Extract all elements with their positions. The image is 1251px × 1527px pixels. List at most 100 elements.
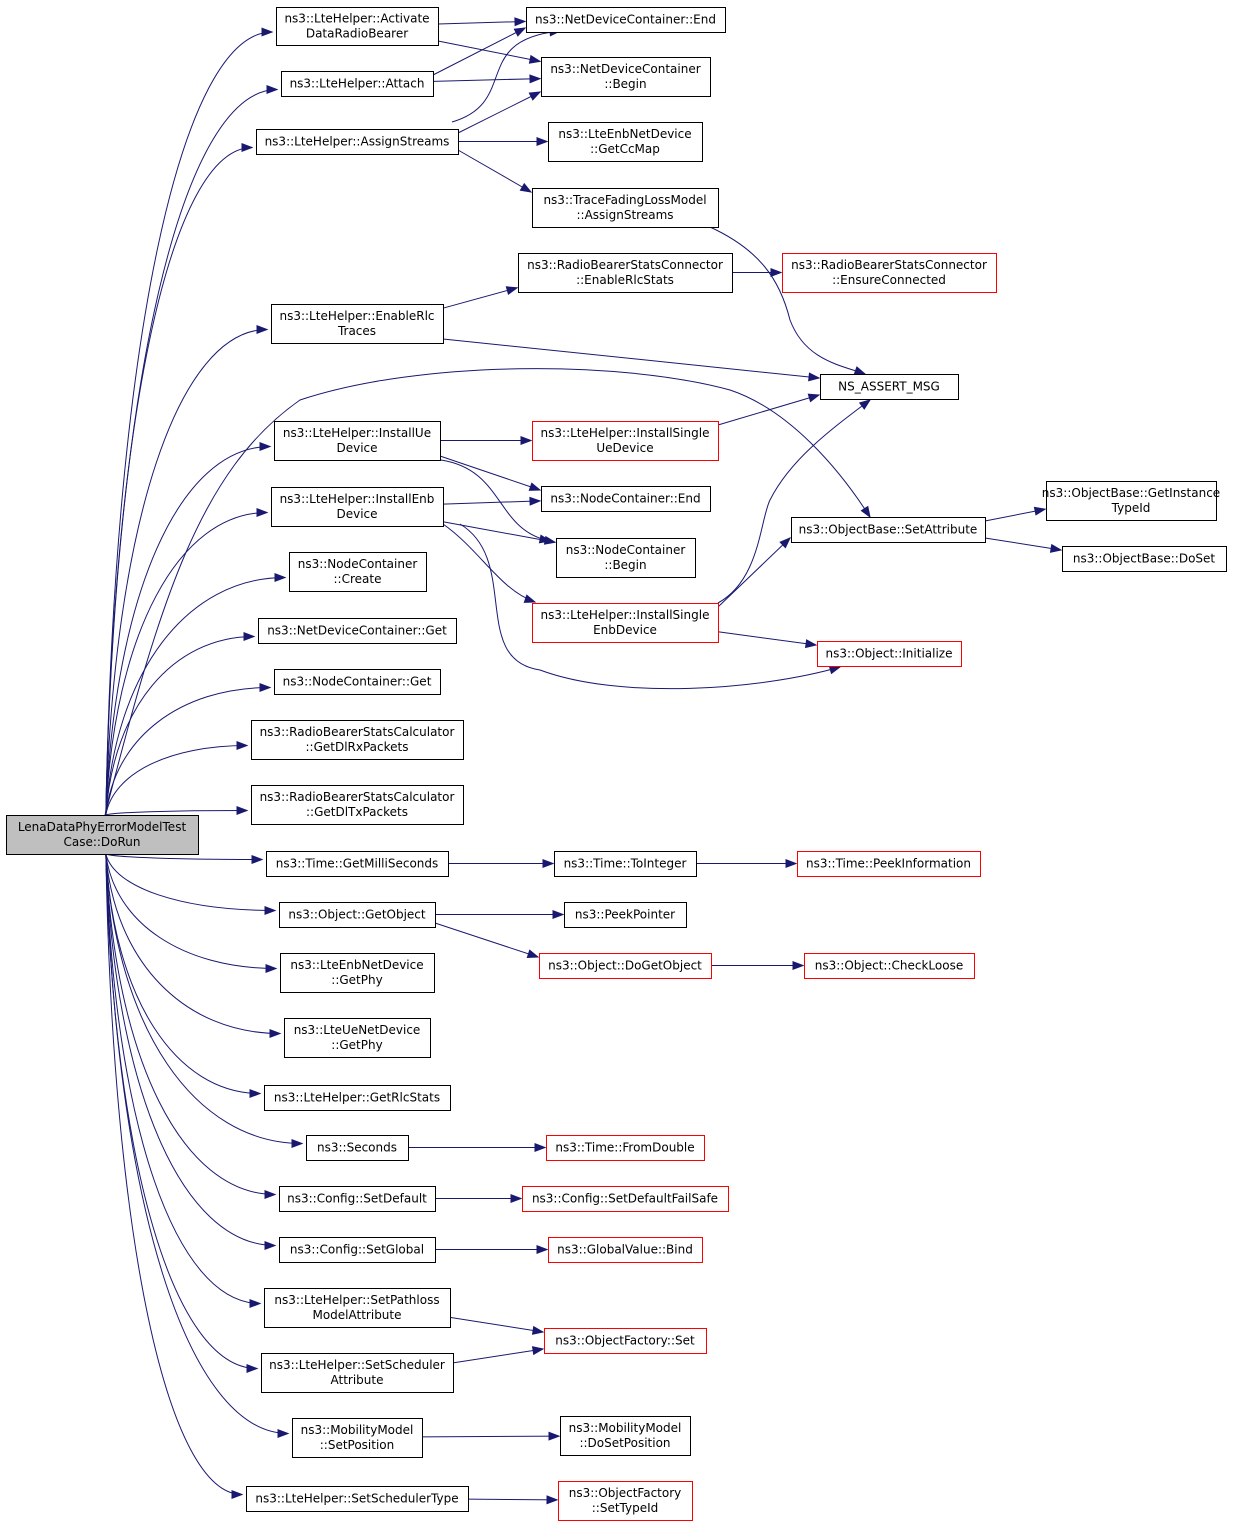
function-node[interactable]: ns3::NodeContainer::Get: [274, 669, 441, 695]
edge-line: [105, 853, 276, 1246]
function-node[interactable]: ns3::ObjectBase::DoSet: [1062, 546, 1227, 572]
function-node[interactable]: ns3::NodeContainer::Create: [289, 552, 427, 592]
function-node[interactable]: ns3::Object::DoGetObject: [539, 953, 712, 979]
edge-n5-to-m7: [439, 455, 542, 491]
function-node[interactable]: ns3::ObjectFactory::SetTypeId: [558, 1481, 693, 1521]
function-node[interactable]: ns3::NodeContainer::Begin: [556, 538, 696, 578]
function-node[interactable]: ns3::PeekPointer: [564, 902, 687, 928]
node-label: EnbDevice: [593, 623, 657, 637]
function-node[interactable]: ns3::RadioBearerStatsConnector::EnsureCo…: [782, 253, 997, 293]
node-label: ns3::ObjectFactory::Set: [555, 1334, 695, 1348]
node-box: [266, 851, 449, 877]
function-node[interactable]: ns3::NodeContainer::End: [541, 486, 711, 512]
node-label: ns3::RadioBearerStatsCalculator: [260, 725, 455, 739]
function-node[interactable]: ns3::Config::SetDefault: [279, 1186, 436, 1212]
function-node[interactable]: ns3::NetDeviceContainer::Begin: [541, 57, 711, 97]
node-box: [804, 953, 975, 979]
node-box: [306, 1135, 409, 1161]
function-node[interactable]: ns3::MobilityModel::DoSetPosition: [560, 1416, 691, 1456]
node-label: ns3::MobilityModel: [569, 1421, 682, 1435]
function-node[interactable]: ns3::Object::CheckLoose: [804, 953, 975, 979]
node-box: [556, 538, 696, 578]
edge-root-to-n23: [105, 853, 244, 1500]
function-node[interactable]: ns3::LteHelper::AssignStreams: [256, 129, 459, 155]
function-node[interactable]: ns3::RadioBearerStatsCalculator::GetDlRx…: [251, 720, 464, 760]
arrowhead-icon: [807, 393, 821, 403]
function-node[interactable]: ns3::RadioBearerStatsConnector::EnableRl…: [518, 253, 733, 293]
node-label: ns3::Object::CheckLoose: [815, 959, 963, 973]
edge-root-to-n15: [105, 853, 282, 1039]
function-node[interactable]: ns3::Time::PeekInformation: [797, 851, 981, 877]
node-label: ns3::LteEnbNetDevice: [558, 127, 691, 141]
function-node[interactable]: ns3::Time::ToInteger: [554, 851, 697, 877]
function-node[interactable]: ns3::LteEnbNetDevice::GetPhy: [280, 953, 435, 993]
function-node[interactable]: ns3::Time::GetMilliSeconds: [266, 851, 449, 877]
function-node[interactable]: ns3::LteEnbNetDevice::GetCcMap: [548, 122, 703, 162]
edge-n19-to-m15: [435, 1244, 549, 1255]
function-node[interactable]: ns3::LteHelper::GetRlcStats: [264, 1085, 451, 1111]
arrowhead-icon: [792, 960, 805, 971]
node-box: [264, 1085, 451, 1111]
function-node[interactable]: ns3::LteHelper::SetPathlossModelAttribut…: [264, 1288, 451, 1328]
function-node[interactable]: ns3::Config::SetDefaultFailSafe: [522, 1186, 729, 1212]
function-node[interactable]: ns3::Seconds: [306, 1135, 409, 1161]
node-box: [532, 421, 719, 461]
function-node[interactable]: ns3::LteUeNetDevice::GetPhy: [284, 1018, 431, 1058]
node-label: ::EnableRlcStats: [576, 273, 674, 287]
edge-line: [105, 745, 248, 816]
edge-line: [105, 636, 255, 816]
edge-m6-to-r2: [717, 393, 821, 426]
function-node[interactable]: NS_ASSERT_MSG: [820, 374, 959, 400]
node-box: [279, 1237, 436, 1263]
node-label: ns3::Config::SetGlobal: [290, 1243, 424, 1257]
edge-line: [440, 459, 551, 542]
edge-root-to-n20: [105, 853, 262, 1309]
edge-root-to-n2: [105, 84, 279, 816]
function-node[interactable]: ns3::NetDeviceContainer::End: [526, 7, 726, 33]
function-node[interactable]: ns3::ObjectBase::SetAttribute: [791, 517, 986, 543]
edge-line: [105, 853, 261, 1304]
edge-line: [717, 399, 871, 604]
function-node[interactable]: ns3::LteHelper::Attach: [281, 71, 434, 97]
node-box: [284, 1018, 431, 1058]
edge-line: [717, 537, 791, 608]
arrowhead-icon: [785, 858, 798, 869]
function-node[interactable]: ns3::MobilityModel::SetPosition: [292, 1418, 423, 1458]
node-label: ns3::RadioBearerStatsConnector: [527, 258, 723, 272]
node-box: [256, 129, 459, 155]
edge-m10-to-r5: [696, 858, 798, 869]
edge-m9-to-r4: [717, 631, 818, 649]
function-node[interactable]: ns3::TraceFadingLossModel::AssignStreams: [532, 188, 719, 228]
arrowhead-icon: [261, 27, 274, 37]
edge-line: [105, 687, 271, 816]
node-box: [791, 517, 986, 543]
function-node[interactable]: ns3::ObjectFactory::Set: [544, 1328, 707, 1354]
edge-line: [105, 853, 258, 1369]
function-node[interactable]: ns3::Time::FromDouble: [546, 1135, 705, 1161]
function-node[interactable]: ns3::GlobalValue::Bind: [548, 1237, 703, 1263]
node-label: ns3::LteHelper::InstallUe: [283, 426, 431, 440]
function-node[interactable]: ns3::NetDeviceContainer::Get: [258, 618, 457, 644]
edge-root-to-n10: [105, 740, 249, 816]
node-box: [541, 57, 711, 97]
function-node[interactable]: ns3::Config::SetGlobal: [279, 1237, 436, 1263]
edge-line: [105, 89, 278, 816]
edge-line: [709, 226, 866, 375]
function-node[interactable]: ns3::RadioBearerStatsCalculator::GetDlTx…: [251, 785, 464, 825]
edge-line: [105, 446, 271, 816]
edge-root-to-n21: [105, 853, 259, 1374]
edge-n4-to-m5: [442, 286, 519, 309]
node-box: [539, 953, 712, 979]
function-node[interactable]: ns3::LteHelper::SetSchedulerType: [246, 1486, 469, 1512]
function-node[interactable]: ns3::Object::Initialize: [817, 641, 962, 667]
function-node[interactable]: ns3::Object::GetObject: [279, 902, 436, 928]
